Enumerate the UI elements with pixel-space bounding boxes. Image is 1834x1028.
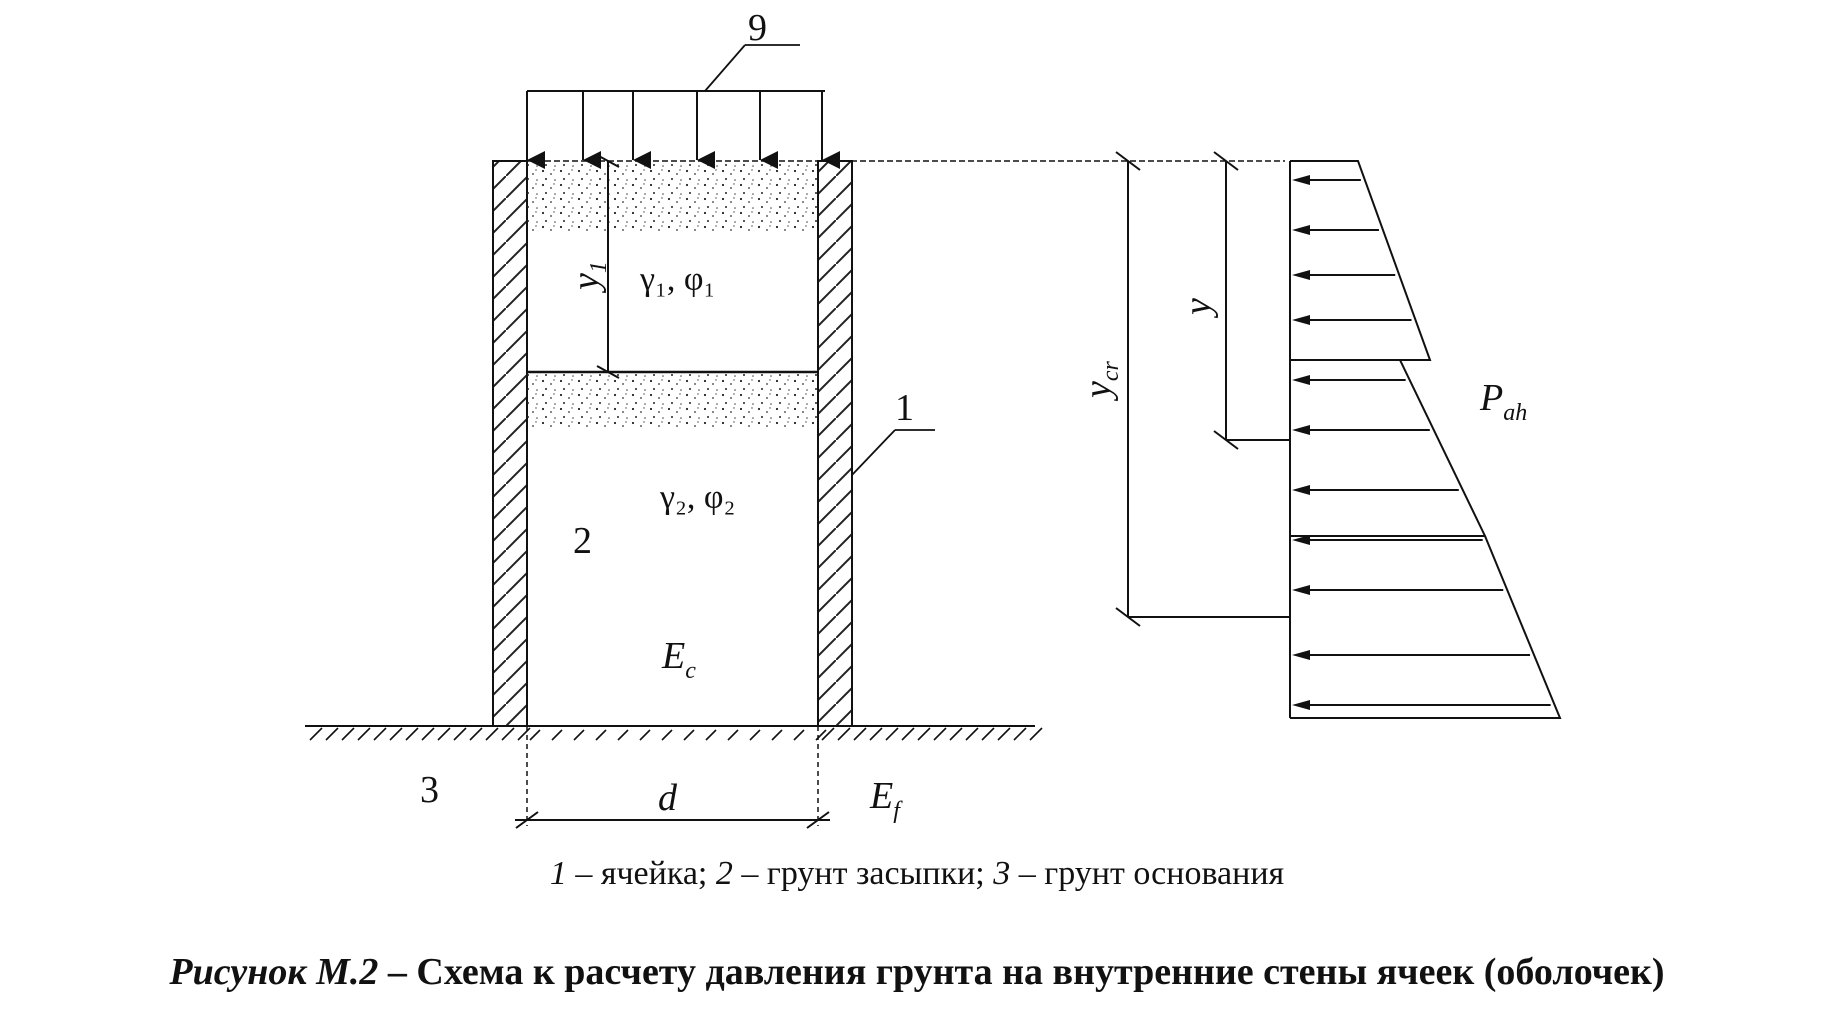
middle-sand-layer [527, 372, 818, 429]
ground-hatch-stroke [639, 729, 651, 741]
ycr-label: ycr [1077, 360, 1124, 402]
pressure-diagram: Pah [1289, 160, 1562, 719]
caption-title: Схема к расчету давления грунта на внутр… [416, 951, 1665, 993]
load-leader [704, 44, 746, 92]
ground-hatch-stroke [373, 727, 387, 741]
surface-load: 9 [526, 7, 840, 169]
ground-hatch-stroke [341, 727, 355, 741]
d-tick-left [515, 811, 539, 829]
ground-hatch-stroke [551, 729, 563, 741]
caption-number: Рисунок М.2 [169, 951, 379, 993]
pressure-arrow-head [1292, 225, 1310, 235]
pah-label: Pah [1479, 377, 1527, 426]
legend-text-3: – грунт основания [1010, 855, 1285, 892]
pressure-arrow-head [1292, 375, 1310, 385]
ground-hatch-stroke [469, 727, 483, 741]
ground-hatch-stroke [981, 727, 995, 741]
ground-hatch-stroke [749, 729, 761, 741]
cell-walls [492, 160, 853, 727]
ground-hatch-stroke [309, 727, 323, 741]
ground-hatch-stroke [933, 727, 947, 741]
ground-hatch-stroke [529, 729, 541, 741]
ground-hatch-stroke [793, 729, 805, 741]
figure-caption: Рисунок М.2 – Схема к расчету давления г… [0, 950, 1834, 994]
ground-hatch-stroke [821, 727, 835, 741]
pressure-arrow-head [1292, 700, 1310, 710]
ground-hatch-stroke [595, 729, 607, 741]
legend-number-3: 3 [993, 855, 1011, 892]
base-number-label: 3 [420, 769, 439, 811]
left-wall [492, 160, 528, 727]
ground-hatch-stroke [771, 729, 783, 741]
ground-hatch-stroke [837, 727, 851, 741]
ground-hatch-stroke [501, 727, 515, 741]
y1-label: y1 [565, 261, 612, 294]
ground-hatch-stroke [389, 727, 403, 741]
pressure-arrow-head [1292, 270, 1310, 280]
cell-leader [851, 429, 896, 476]
legend-text-2: – грунт засыпки; [732, 855, 994, 892]
y-tick-top [1213, 151, 1239, 171]
d-label: d [658, 777, 678, 819]
ground-hatch-stroke [727, 729, 739, 741]
ground [305, 725, 1043, 741]
layer2-properties: γ₂, φ₂ [659, 479, 735, 516]
ec-label: Ec [661, 635, 696, 684]
pressure-arrow-head [1292, 425, 1310, 435]
legend-number-1: 1 [549, 855, 567, 892]
ground-hatch-stroke [405, 727, 419, 741]
y-label: y [1177, 298, 1219, 319]
ground-hatch-stroke [517, 727, 531, 741]
backfill-number-label: 2 [573, 520, 592, 562]
ground-hatch-stroke [885, 727, 899, 741]
ground-hatch-stroke [965, 727, 979, 741]
ground-hatch-stroke [869, 727, 883, 741]
ground-hatch-stroke [485, 727, 499, 741]
pressure-arrow-head [1292, 315, 1310, 325]
figure-legend: 1 – ячейка; 2 – грунт засыпки; 3 – грунт… [0, 855, 1834, 893]
pressure-arrows [1292, 175, 1551, 710]
ground-hatch-stroke [901, 727, 915, 741]
legend-number-2: 2 [715, 855, 733, 892]
ground-hatch-stroke [1029, 727, 1043, 741]
ground-hatch-stroke [617, 729, 629, 741]
caption-dash: – [378, 951, 417, 993]
ground-hatch-stroke [705, 729, 717, 741]
pressure-arrow-head [1292, 175, 1310, 185]
ground-hatch-stroke [1013, 727, 1027, 741]
pressure-arrow-head [1292, 485, 1310, 495]
ground-hatch-stroke [917, 727, 931, 741]
ground-hatch-stroke [437, 727, 451, 741]
load-label: 9 [748, 7, 767, 49]
ground-hatch-stroke [421, 727, 435, 741]
cell-number-label: 1 [895, 387, 914, 429]
ground-hatch-stroke [453, 727, 467, 741]
ground-hatch [309, 727, 1043, 741]
load-arrows [526, 91, 840, 169]
pressure-arrow-head [1292, 585, 1310, 595]
ground-hatch-stroke [949, 727, 963, 741]
ground-hatch-stroke [325, 727, 339, 741]
top-sand-layer [527, 161, 818, 234]
pressure-arrow-head [1292, 535, 1310, 545]
ground-hatch-stroke [853, 727, 867, 741]
depth-dimensions: ycr y [1077, 151, 1290, 627]
legend-text-1: – ячейка; [566, 855, 716, 892]
ycr-tick-top [1115, 151, 1141, 171]
ground-hatch-stroke [661, 729, 673, 741]
ef-label: Ef [869, 775, 903, 824]
ground-hatch-stroke [357, 727, 371, 741]
y1-tick-bottom [596, 365, 620, 379]
right-wall [817, 160, 853, 727]
ground-hatch-stroke [573, 729, 585, 741]
pressure-outline [1290, 160, 1562, 719]
d-tick-right [806, 811, 830, 829]
pressure-arrow-head [1292, 650, 1310, 660]
ground-hatch-stroke [997, 727, 1011, 741]
layer1-properties: γ₁, φ₁ [639, 261, 715, 298]
ground-hatch-stroke [683, 729, 695, 741]
